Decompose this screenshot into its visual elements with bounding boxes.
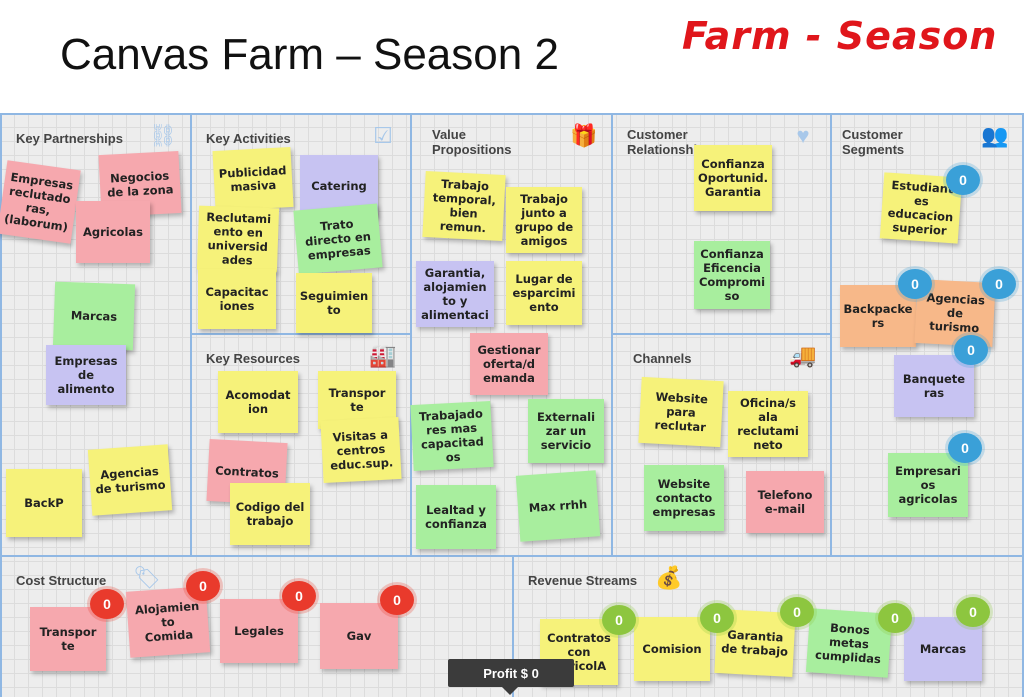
sticky-note[interactable]: Reclutami ento en universid ades	[196, 205, 280, 273]
sticky-note[interactable]: Confianza Oportunid. Garantia	[694, 145, 772, 211]
count-badge: 0	[380, 585, 414, 615]
count-badge: 0	[898, 269, 932, 299]
sticky-note[interactable]: Confianza Eficencia Compromi so	[694, 241, 770, 309]
business-model-canvas: Key Partnerships ⛓ Key Activities ☑ Key …	[0, 113, 1024, 697]
count-badge: 0	[186, 571, 220, 601]
sticky-note[interactable]: Agencias de turismo	[87, 444, 173, 516]
profit-pointer-icon	[502, 687, 518, 695]
sticky-note[interactable]: Externali zar un servicio	[528, 399, 604, 463]
sticky-note[interactable]: Agricolas	[76, 201, 150, 263]
sticky-note[interactable]: Max rrhh	[515, 470, 601, 542]
sticky-note[interactable]: Marcas	[904, 617, 982, 681]
count-badge: 0	[956, 597, 990, 627]
count-badge: 0	[780, 597, 814, 627]
section-revenue-streams: Revenue Streams 💰	[512, 555, 1024, 697]
sticky-note[interactable]: Acomodat ion	[218, 371, 298, 433]
sticky-note[interactable]: Gav	[320, 603, 398, 669]
section-customer-segments: Customer Segments 👥	[830, 113, 1024, 557]
sticky-note[interactable]: Codigo del trabajo	[230, 483, 310, 545]
sticky-note[interactable]: Publicidad masiva	[212, 147, 294, 211]
sticky-note[interactable]: Visitas a centros educ.sup.	[320, 417, 402, 483]
sticky-note[interactable]: Website para reclutar	[638, 376, 724, 448]
sticky-note[interactable]: Banquete ras	[894, 355, 974, 417]
checkbox-icon: ☑	[373, 123, 393, 148]
money-bag-icon: 💰	[655, 565, 683, 590]
tag-icon: 🏷	[133, 565, 161, 590]
profit-indicator: Profit $ 0	[448, 659, 574, 687]
heart-icon: ♥	[796, 123, 810, 148]
count-badge: 0	[946, 165, 980, 195]
count-badge: 0	[948, 433, 982, 463]
sticky-note[interactable]: Empresas reclutado ras, (laborum)	[0, 160, 81, 244]
sticky-note[interactable]: Telefono e-mail	[746, 471, 824, 533]
section-title: Key Activities	[206, 131, 291, 146]
section-title: Key Partnerships	[16, 131, 123, 146]
count-badge: 0	[700, 603, 734, 633]
sticky-note[interactable]: Legales	[220, 599, 298, 663]
sticky-note[interactable]: Trabajo junto a grupo de amigos	[506, 187, 582, 253]
sticky-note[interactable]: Transpor te	[30, 607, 106, 671]
link-icon: ⛓	[149, 123, 177, 148]
factory-icon: 🏭	[369, 343, 397, 368]
sticky-note[interactable]: Website contacto empresas	[644, 465, 724, 531]
count-badge: 0	[282, 581, 316, 611]
sticky-note[interactable]: Seguimien to	[296, 273, 372, 333]
sticky-note[interactable]: BackP	[6, 469, 82, 537]
section-title: Value Propositions	[432, 127, 512, 157]
sticky-note[interactable]: Marcas	[52, 281, 136, 351]
sticky-note[interactable]: Empresas de alimento	[46, 345, 126, 405]
gift-icon: 🎁	[570, 123, 598, 148]
section-title: Channels	[633, 351, 692, 366]
sticky-note[interactable]: Lealtad y confianza	[416, 485, 496, 549]
section-title: Cost Structure	[16, 573, 107, 588]
sticky-note[interactable]: Empresari os agricolas	[888, 453, 968, 517]
sticky-note[interactable]: Trabajo temporal, bien remun.	[422, 170, 506, 242]
count-badge: 0	[602, 605, 636, 635]
sticky-note[interactable]: Comision	[634, 617, 710, 681]
section-cost-structure: Cost Structure 🏷	[0, 555, 514, 697]
brand-logo-text: Farm - Season	[682, 14, 998, 58]
section-value-propositions: Value Propositions 🎁	[410, 113, 613, 557]
count-badge: 0	[878, 603, 912, 633]
sticky-note[interactable]: Gestionar oferta/d emanda	[470, 333, 548, 395]
truck-icon: 🚚	[789, 343, 817, 368]
section-title: Customer Segments	[842, 127, 905, 157]
sticky-note[interactable]: Trabajado res mas capacitad os	[410, 400, 494, 472]
sticky-note[interactable]: Oficina/s ala reclutami neto	[728, 391, 808, 457]
section-title: Customer Relationships	[627, 127, 713, 157]
page-title: Canvas Farm – Season 2	[60, 30, 559, 79]
count-badge: 0	[954, 335, 988, 365]
sticky-note[interactable]: Capacitac iones	[198, 269, 276, 329]
people-icon: 👥	[981, 123, 1009, 148]
sticky-note[interactable]: Trato directo en empresas	[293, 203, 383, 275]
count-badge: 0	[982, 269, 1016, 299]
section-title: Revenue Streams	[528, 573, 638, 588]
sticky-note[interactable]: Lugar de esparcimi ento	[506, 261, 582, 325]
count-badge: 0	[90, 589, 124, 619]
sticky-note[interactable]: Garantia, alojamien to y alimentaci	[416, 261, 494, 327]
section-title: Key Resources	[206, 351, 300, 366]
